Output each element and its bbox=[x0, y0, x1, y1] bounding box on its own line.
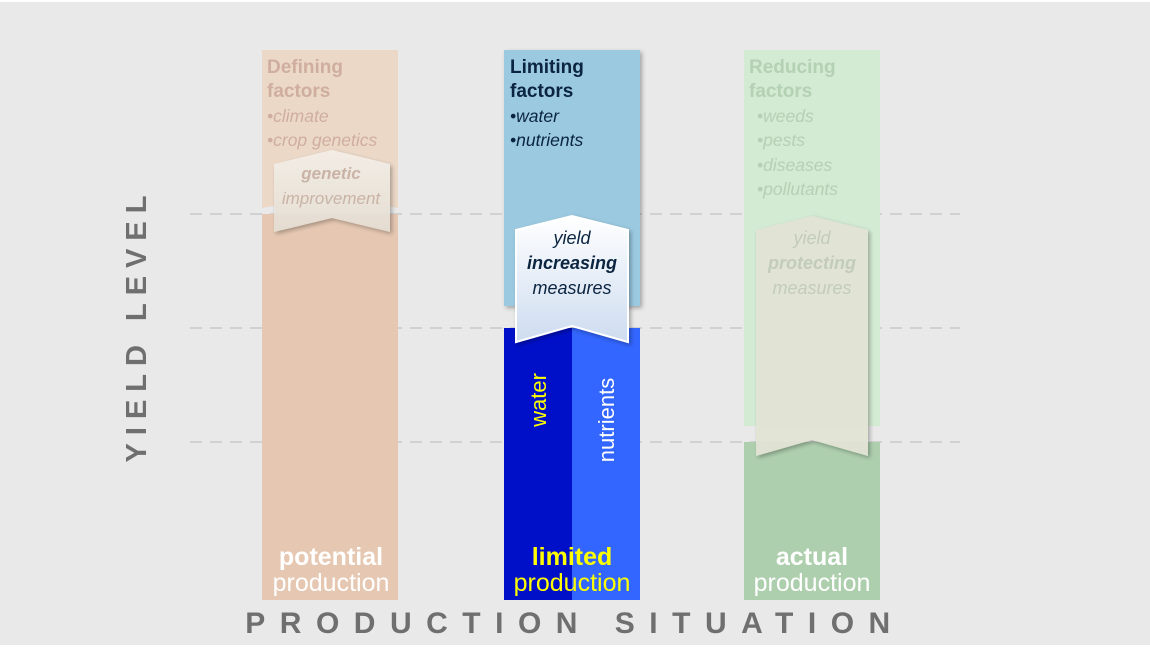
genetic-improvement-line-1: genetic bbox=[300, 164, 361, 183]
reducing-factors-title-2: factors bbox=[749, 81, 812, 102]
x-axis-label: PRODUCTION SITUATION bbox=[245, 607, 904, 640]
yield-protecting-line-1: yield bbox=[791, 228, 831, 248]
reducing-factor-item: •diseases bbox=[757, 155, 832, 175]
actual-production-bar bbox=[744, 442, 880, 600]
potential-production-label: production bbox=[273, 569, 390, 597]
yield-protecting-arrow bbox=[756, 216, 868, 456]
reducing-factor-item: •pollutants bbox=[757, 179, 838, 199]
limited-column: Limiting factors •water •nutrients yield… bbox=[504, 50, 640, 600]
potential-production-bar bbox=[262, 214, 398, 600]
water-bar bbox=[504, 328, 572, 600]
limited-label: limited bbox=[532, 543, 613, 571]
actual-column: Reducing factors •weeds •pests •diseases… bbox=[744, 50, 880, 600]
limiting-factors-title-1: Limiting bbox=[510, 57, 584, 78]
y-axis-label: YIELD LEVEL bbox=[121, 188, 153, 463]
potential-column: Defining factors •climate •crop genetics… bbox=[262, 50, 398, 600]
genetic-improvement-arrow bbox=[274, 150, 390, 232]
nutrients-bar bbox=[572, 328, 640, 600]
limiting-factor-item: •water bbox=[510, 106, 560, 126]
yield-increasing-line-3: measures bbox=[532, 278, 611, 298]
yield-increasing-line-2: increasing bbox=[527, 253, 617, 273]
actual-label: actual bbox=[776, 543, 848, 571]
nutrients-bar-label: nutrients bbox=[594, 378, 619, 462]
yield-protecting-line-2: protecting bbox=[767, 253, 856, 273]
reducing-factors-title-1: Reducing bbox=[749, 57, 836, 78]
yield-increasing-line-1: yield bbox=[551, 228, 591, 248]
defining-factors-title-2: factors bbox=[267, 81, 330, 102]
limiting-factors-title-2: factors bbox=[510, 81, 573, 102]
limiting-factor-item: •nutrients bbox=[510, 130, 583, 150]
defining-factors-title-1: Defining bbox=[267, 57, 343, 78]
limited-production-label: production bbox=[514, 569, 631, 597]
genetic-improvement-line-2: improvement bbox=[282, 189, 382, 208]
defining-factor-item: •crop genetics bbox=[267, 130, 377, 150]
defining-factor-item: •climate bbox=[267, 106, 329, 126]
yield-increasing-arrow bbox=[515, 214, 629, 344]
reducing-factor-item: •pests bbox=[757, 130, 805, 150]
reducing-factor-item: •weeds bbox=[757, 106, 814, 126]
yield-protecting-line-3: measures bbox=[772, 278, 851, 298]
water-bar-label: water bbox=[526, 373, 551, 428]
actual-production-label: production bbox=[754, 569, 871, 597]
potential-label: potential bbox=[279, 543, 383, 571]
